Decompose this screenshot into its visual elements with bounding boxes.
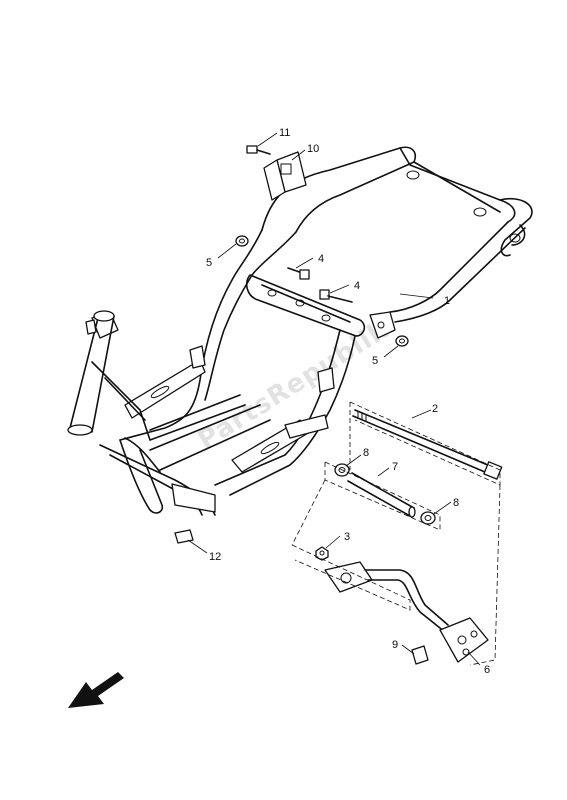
- callout-10: 10: [307, 143, 319, 155]
- callout-4-lower: 4: [354, 280, 360, 292]
- callout-9: 9: [392, 639, 398, 651]
- bolt-lower: [319, 289, 353, 303]
- callout-8-right: 8: [453, 497, 459, 509]
- collar-right: [395, 335, 409, 347]
- hanger-bolt: [246, 145, 271, 155]
- pivot-shaft: [352, 409, 503, 480]
- nut: [315, 546, 329, 561]
- bolt-upper: [287, 267, 310, 280]
- callout-5-left: 5: [206, 257, 212, 269]
- engine-hanger-bracket: [263, 151, 307, 201]
- callout-7: 7: [392, 461, 398, 473]
- main-frame: [67, 146, 533, 516]
- callout-11: 11: [279, 127, 290, 139]
- stand-pin: [347, 472, 416, 518]
- callout-5-right: 5: [372, 355, 378, 367]
- label-plate: [174, 529, 194, 544]
- callout-1: 1: [444, 295, 450, 307]
- main-stand: [324, 561, 489, 663]
- callout-2: 2: [432, 403, 438, 415]
- callout-6: 6: [484, 664, 490, 676]
- front-direction-arrow-icon: [68, 672, 124, 708]
- callout-4-upper: 4: [318, 253, 324, 265]
- leader-lines: [187, 132, 481, 666]
- bush-right: [420, 511, 436, 525]
- callout-3: 3: [344, 531, 350, 543]
- stopper-rubber: [411, 645, 429, 665]
- callout-8-left: 8: [363, 447, 369, 459]
- callout-12: 12: [209, 551, 221, 563]
- collar-left: [235, 235, 249, 247]
